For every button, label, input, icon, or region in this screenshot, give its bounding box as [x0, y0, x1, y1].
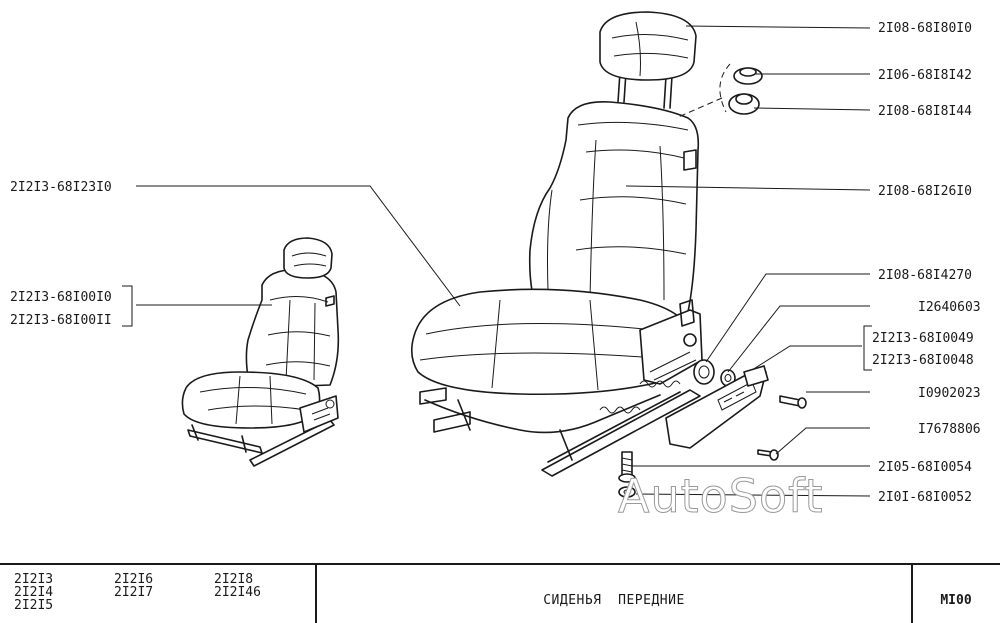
model-2i2i3: 2I2I3 — [14, 572, 53, 587]
part-label-washer: I2640603 — [918, 300, 981, 315]
part-label-seat-assembly-b: 2I2I3-68I00II — [10, 313, 112, 328]
leader-lines — [122, 25, 872, 497]
part-label-side-trim-a: 2I2I3-68I0049 — [872, 331, 974, 346]
large-seat-illustration — [410, 11, 703, 477]
sheet-code: MI00 — [940, 593, 971, 608]
part-labels: 2I08-68I80I0 2I06-68I8I42 2I08-68I8I44 2… — [10, 21, 981, 505]
part-label-backrest-cover: 2I08-68I26I0 — [878, 184, 972, 199]
title-block: 2I2I3 2I2I4 2I2I5 2I2I6 2I2I7 2I2I8 2I2I… — [0, 563, 1000, 623]
model-2i2i46: 2I2I46 — [214, 585, 261, 600]
part-label-headrest: 2I08-68I80I0 — [878, 21, 972, 36]
part-label-guide-bush-lower: 2I08-68I8I44 — [878, 104, 972, 119]
sheet-title: СИДЕНЬЯ ПЕРЕДНИЕ — [543, 593, 685, 608]
small-seat-illustration — [181, 237, 340, 467]
part-label-bolt-trim: I0902023 — [918, 386, 981, 401]
part-label-knob: 2I08-68I4270 — [878, 268, 972, 283]
part-label-seat-assembly-a: 2I2I3-68I00I0 — [10, 290, 112, 305]
watermark-text: AutoSoft — [618, 469, 824, 523]
part-label-guide-bush-upper: 2I06-68I8I42 — [878, 68, 972, 83]
model-2i2i8: 2I2I8 — [214, 572, 253, 587]
part-label-washer-rail: 2I0I-68I0052 — [878, 490, 972, 505]
part-label-screw: I7678806 — [918, 422, 981, 437]
model-2i2i7: 2I2I7 — [114, 585, 153, 600]
part-label-side-trim-b: 2I2I3-68I0048 — [872, 353, 974, 368]
part-label-seat-frame: 2I2I3-68I23I0 — [10, 180, 112, 195]
model-2i2i4: 2I2I4 — [14, 585, 53, 600]
model-2i2i6: 2I2I6 — [114, 572, 153, 587]
small-parts-illustration — [618, 63, 807, 498]
part-label-bolt-rail: 2I05-68I0054 — [878, 460, 972, 475]
model-2i2i5: 2I2I5 — [14, 598, 53, 613]
